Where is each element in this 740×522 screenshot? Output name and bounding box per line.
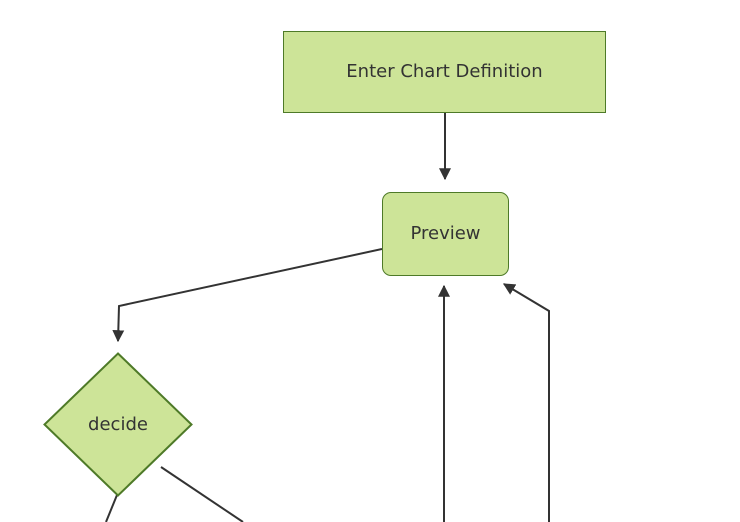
node-decide[interactable]: decide	[43, 352, 193, 497]
diamond-shape	[43, 352, 193, 497]
edge-decide-right-offscreen	[160, 466, 244, 522]
node-label: Preview	[410, 223, 481, 245]
node-label: decide	[88, 414, 148, 435]
edge-decide-left-offscreen	[105, 494, 118, 522]
node-preview[interactable]: Preview	[382, 192, 509, 276]
edge-preview-decide	[112, 248, 383, 343]
node-enter-chart-definition[interactable]: Enter Chart Definition	[283, 31, 606, 113]
edge-bottom-right-preview	[502, 283, 550, 522]
node-label: Enter Chart Definition	[346, 61, 543, 83]
